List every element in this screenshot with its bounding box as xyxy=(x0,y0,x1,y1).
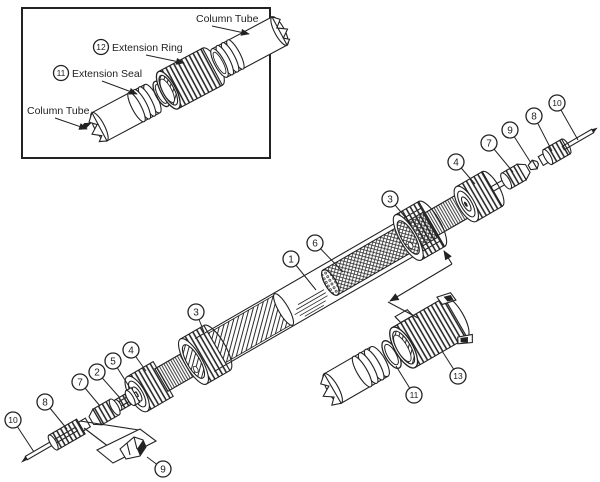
callout-11: 11 xyxy=(405,386,423,404)
inset-label-extension-seal: Extension Seal xyxy=(72,68,142,80)
install-arrow xyxy=(387,250,453,319)
callout-9-right: 9 xyxy=(501,121,519,139)
svg-text:1: 1 xyxy=(288,255,294,266)
main-assembly xyxy=(21,127,598,463)
svg-text:4: 4 xyxy=(453,158,459,169)
end-cap-right xyxy=(453,170,505,223)
inset-panel: Column Tube 12 Extension Ring 11 Extensi… xyxy=(21,7,291,159)
svg-text:4: 4 xyxy=(128,346,134,357)
svg-text:11: 11 xyxy=(410,390,419,400)
svg-text:10: 10 xyxy=(552,98,562,108)
callout-10-left: 10 xyxy=(4,411,22,429)
threaded-fitting-bottom xyxy=(47,417,92,451)
seal-washer xyxy=(124,386,141,407)
magnifier-box xyxy=(79,420,158,464)
svg-text:9: 9 xyxy=(507,126,513,137)
callouts: 1 6 3 4 7 9 8 10 3 4 5 2 7 8 10 9 11 13 xyxy=(4,94,566,478)
callout-7-right: 7 xyxy=(480,134,498,152)
callout-10-right: 10 xyxy=(548,94,566,112)
svg-text:5: 5 xyxy=(110,357,116,368)
callout-4-right: 4 xyxy=(447,153,465,171)
extension-ring-assembly xyxy=(389,292,473,369)
needle-tubing-top xyxy=(561,127,598,151)
svg-text:10: 10 xyxy=(8,415,18,425)
callout-8-left: 8 xyxy=(36,393,54,411)
svg-text:9: 9 xyxy=(160,465,166,476)
inset-column-tube-upper xyxy=(210,15,291,78)
inset-label-extension-ring: Extension Ring xyxy=(112,42,183,54)
callout-3-right: 3 xyxy=(381,190,399,208)
callout-6: 6 xyxy=(306,234,324,252)
svg-text:12: 12 xyxy=(96,42,106,52)
callout-13: 13 xyxy=(449,367,467,385)
svg-text:6: 6 xyxy=(312,239,318,250)
callout-7-left: 7 xyxy=(71,373,89,391)
inset-callout-11: 11 Extension Seal xyxy=(52,64,142,82)
svg-text:2: 2 xyxy=(94,368,100,379)
callout-9-bottom: 9 xyxy=(154,460,172,478)
svg-text:13: 13 xyxy=(453,371,463,381)
inset-label-column-tube-bottom: Column Tube xyxy=(27,105,90,117)
callout-2: 2 xyxy=(88,363,106,381)
svg-text:11: 11 xyxy=(57,68,66,78)
inset-label-column-tube-top: Column Tube xyxy=(196,13,259,25)
callout-4-left: 4 xyxy=(122,341,140,359)
column-tube xyxy=(194,207,442,372)
callout-5: 5 xyxy=(104,352,122,370)
callout-1: 1 xyxy=(282,250,300,268)
inset-leaders xyxy=(54,25,250,130)
callout-8-right: 8 xyxy=(525,107,543,125)
nut-top xyxy=(490,163,531,192)
threaded-fitting-top xyxy=(537,138,572,167)
svg-text:3: 3 xyxy=(387,195,393,206)
inset-column-tube-lower xyxy=(88,83,162,143)
svg-text:3: 3 xyxy=(193,308,199,319)
svg-text:8: 8 xyxy=(42,398,48,409)
extension-tube xyxy=(320,345,390,406)
callout-3-left: 3 xyxy=(187,303,205,321)
collar-nut-left xyxy=(177,324,233,385)
inset-extension-ring xyxy=(155,47,225,110)
svg-text:7: 7 xyxy=(77,378,83,389)
collar-nut-right xyxy=(392,200,448,261)
inset-assembly xyxy=(88,15,291,143)
svg-text:7: 7 xyxy=(486,139,492,150)
tube-speed-lines xyxy=(294,289,328,317)
inset-callout-12: 12 Extension Ring xyxy=(92,38,183,56)
svg-text:8: 8 xyxy=(531,112,537,123)
inset-border xyxy=(21,7,271,159)
magnified-ferrule xyxy=(119,436,147,460)
